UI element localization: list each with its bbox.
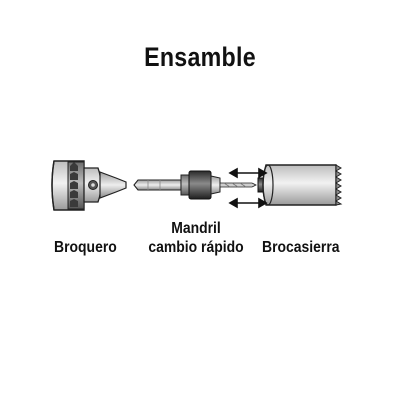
assembly-arrow-bottom [228, 197, 268, 209]
label-cambio-rapido: cambio rápido [148, 239, 244, 256]
label-brocasierra: Brocasierra [262, 239, 340, 256]
diagram-title: Ensamble [144, 42, 256, 72]
chuck-gear-teeth [70, 162, 78, 207]
brocasierra-holesaw [257, 164, 343, 206]
label-broquero: Broquero [54, 239, 117, 256]
assembly-arrow-top [228, 167, 268, 179]
holesaw-teeth [335, 164, 343, 206]
label-mandril: Mandril [171, 220, 221, 237]
broquero-chuck [51, 160, 127, 211]
mandril-adapter [133, 170, 257, 200]
